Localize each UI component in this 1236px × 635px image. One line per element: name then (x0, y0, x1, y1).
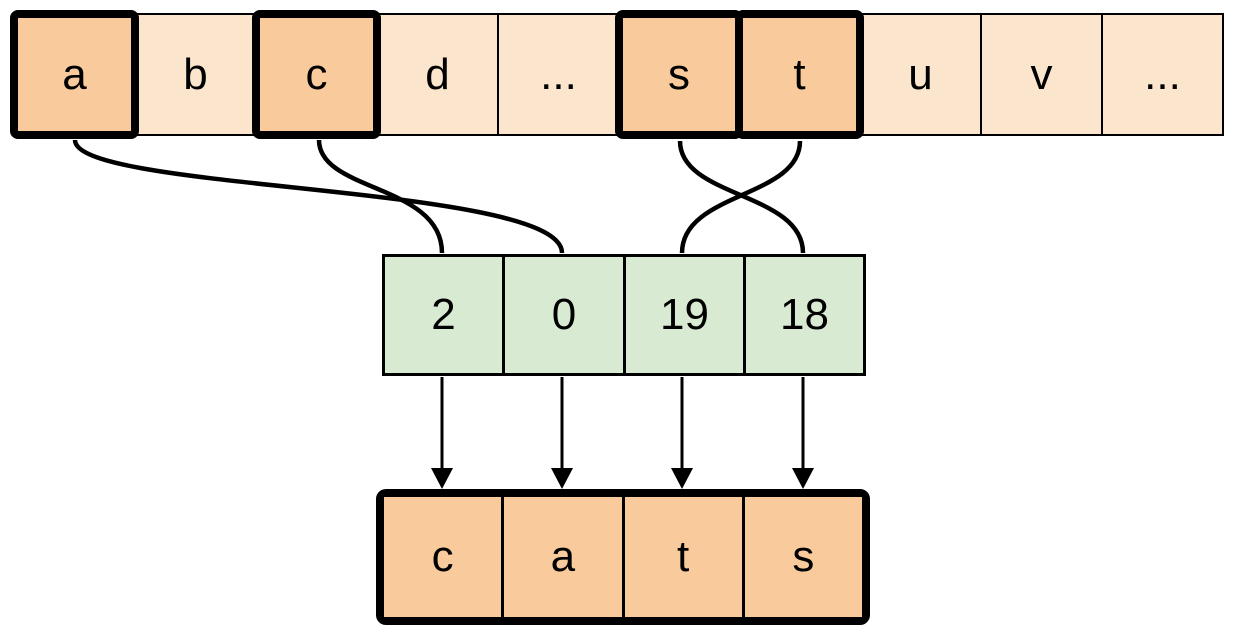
output-word-row: c a t s (376, 489, 870, 625)
index-cell-1: 0 (502, 254, 626, 376)
alphabet-cell-u: u (859, 13, 982, 136)
output-cell-2: t (624, 497, 745, 617)
alphabet-cell-b: b (134, 13, 257, 136)
alphabet-cell-d: d (376, 13, 499, 136)
alphabet-cell-s: s (615, 10, 743, 139)
curve-a-to-index0 (72, 139, 565, 254)
output-cell-0: c (384, 497, 505, 617)
output-cell-3: s (744, 497, 862, 617)
curve-c-to-index2 (316, 139, 445, 254)
output-cell-1: a (504, 497, 625, 617)
alphabet-cell-ellipsis-right: ... (1101, 13, 1224, 136)
index-cell-3: 18 (743, 254, 866, 376)
alphabet-cell-v: v (980, 13, 1103, 136)
index-to-output-arrows (431, 377, 814, 489)
arrow-head-icon (792, 468, 814, 489)
alphabet-cell-ellipsis-left: ... (497, 13, 620, 136)
alphabet-cell-a: a (10, 10, 139, 139)
alphabet-cell-c: c (252, 10, 381, 139)
arrow-head-icon (431, 468, 453, 489)
curve-s-to-index18 (677, 140, 806, 254)
arrow-head-icon (551, 468, 573, 489)
index-cell-0: 2 (382, 254, 505, 376)
arrow-head-icon (671, 468, 693, 489)
curve-t-to-index19 (679, 140, 803, 254)
index-cell-2: 19 (623, 254, 746, 376)
alphabet-cell-t: t (735, 10, 864, 139)
